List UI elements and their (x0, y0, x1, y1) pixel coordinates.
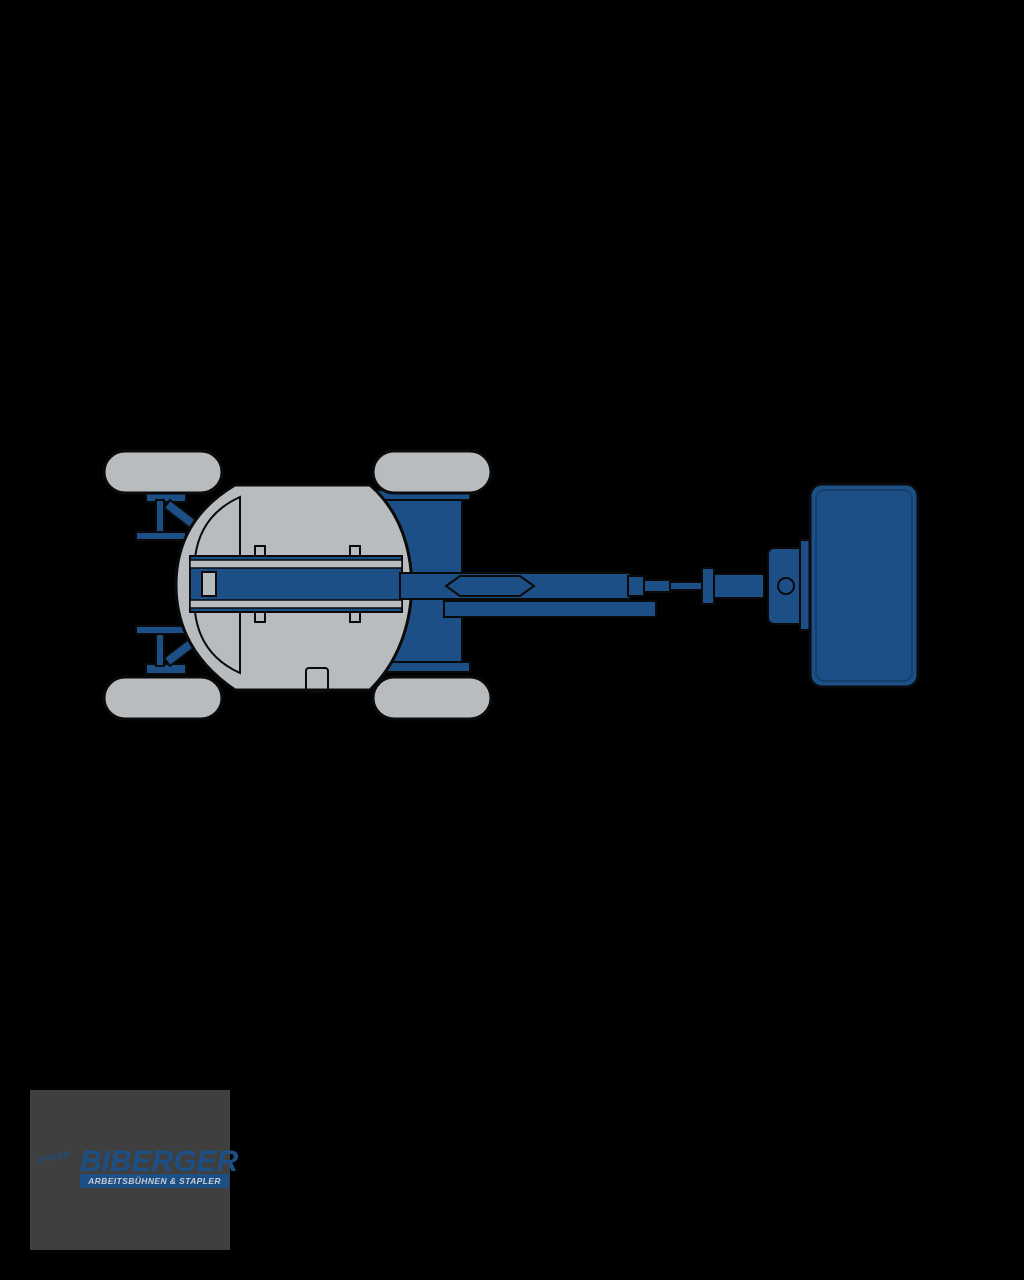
steering-linkage-top (135, 491, 198, 541)
main-boom (399, 572, 673, 618)
logo-wordmark: BIBERGER (80, 1145, 239, 1178)
tire-front-right (371, 449, 493, 495)
jib-rotator (669, 539, 813, 631)
platform-basket (808, 482, 920, 689)
tire-rear-right (371, 675, 493, 721)
platform-rail (815, 489, 913, 682)
tire-front-left (102, 449, 224, 495)
boom-base (189, 555, 403, 613)
logo-panel (30, 1090, 230, 1250)
logo-tagline: ARBEITSBÜHNEN & STAPLER (80, 1174, 229, 1188)
tire-rear-left (102, 675, 224, 721)
